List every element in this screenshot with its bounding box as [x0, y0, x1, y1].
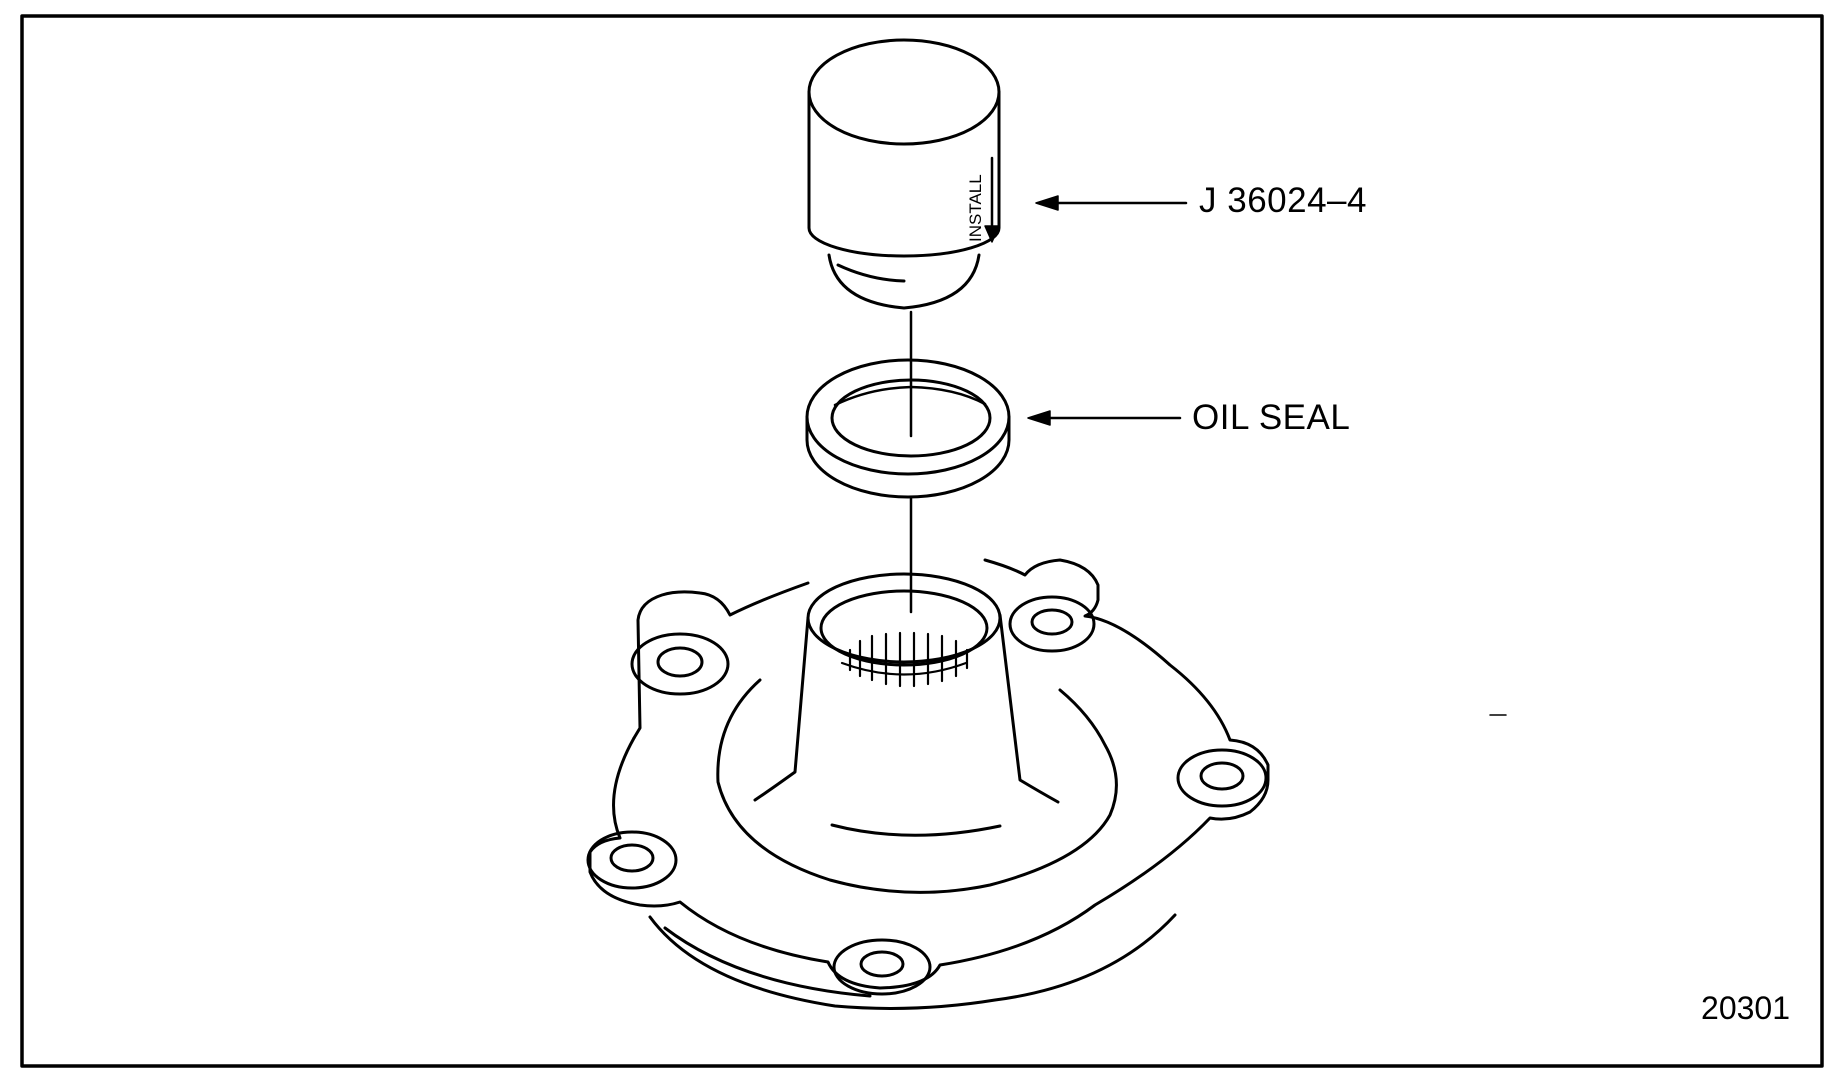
leader-seal: [1027, 410, 1182, 426]
oil-seal-callout-label: OIL SEAL: [1192, 398, 1351, 437]
extension-housing: [586, 558, 1270, 1010]
tool-callout-label: J 36024–4: [1199, 181, 1367, 220]
mounting-boss-left: [586, 830, 678, 890]
mounting-boss-front: [832, 938, 932, 996]
figure-border: [20, 14, 1824, 1068]
mounting-boss-rear-right: [1008, 595, 1096, 653]
oil-seal: [805, 358, 1011, 499]
needle-bearing: [840, 631, 969, 688]
install-direction-arrow: [984, 156, 1000, 243]
install-engraving: INSTALL: [966, 174, 985, 242]
installer-tool: [807, 38, 1001, 310]
mounting-boss-rear-left: [630, 632, 730, 696]
mounting-boss-right: [1176, 748, 1268, 808]
leader-tool: [1035, 195, 1188, 211]
figure-number: 20301: [1701, 990, 1790, 1026]
